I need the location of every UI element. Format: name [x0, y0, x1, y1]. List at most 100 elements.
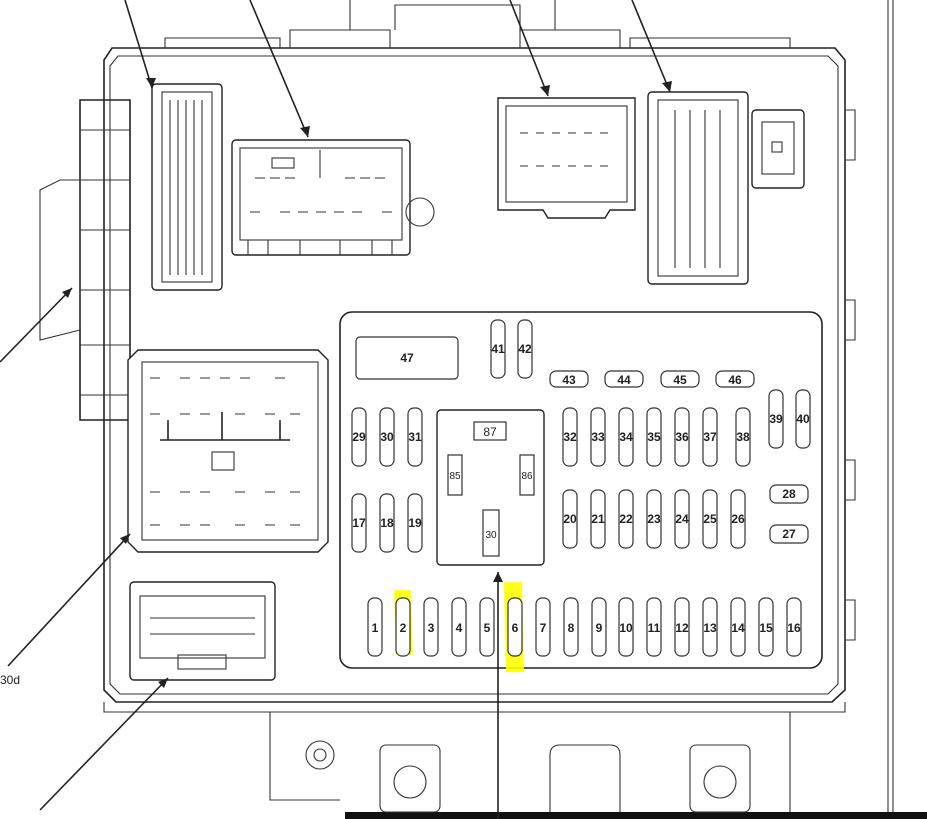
fuse-label: 27	[782, 527, 796, 541]
fuse-label: 25	[703, 512, 717, 526]
fuse-24: 24	[674, 489, 690, 549]
fuse-9: 9	[591, 597, 607, 657]
fuse-13: 13	[702, 597, 718, 657]
fuse-19: 19	[407, 493, 423, 553]
fuse-33: 33	[590, 407, 606, 467]
fuse-5: 5	[479, 597, 495, 657]
fuse-label: 19	[408, 516, 422, 530]
fuse-label: 14	[731, 621, 745, 635]
callout-lines	[0, 0, 672, 819]
fuse-32: 32	[562, 407, 578, 467]
fuse-label: 10	[619, 621, 633, 635]
fuse-label: 26	[731, 512, 745, 526]
fuse-46: 46	[715, 370, 755, 388]
fuse-label: 31	[408, 430, 422, 444]
fuse-label: 2	[400, 621, 407, 635]
fuse-20: 20	[562, 489, 578, 549]
connector-bottom-left	[129, 581, 276, 681]
fuse-label: 12	[675, 621, 689, 635]
fuse-7: 7	[535, 597, 551, 657]
fuse-label: 44	[617, 373, 631, 387]
fuse-label: 29	[352, 430, 366, 444]
fuse-box-housing	[39, 0, 856, 813]
fuse-2: 2	[395, 597, 411, 657]
fuse-label: 40	[796, 412, 810, 426]
fuse-35: 35	[646, 407, 662, 467]
fuse-16: 16	[786, 597, 802, 657]
fuse-label: 4	[456, 621, 463, 635]
fuse-6: 6	[507, 597, 523, 657]
fuse-17: 17	[351, 493, 367, 553]
fuse-26: 26	[730, 489, 746, 549]
fuse-42: 42	[517, 319, 533, 379]
fuse-22: 22	[618, 489, 634, 549]
relay-pin-30: 30	[485, 530, 497, 541]
fuse-45: 45	[660, 370, 700, 388]
fuse-label: 20	[563, 512, 577, 526]
fuse-1: 1	[367, 597, 383, 657]
fuse-label: 43	[562, 373, 576, 387]
fuse-label: 1	[372, 621, 379, 635]
fuse-label: 18	[380, 516, 394, 530]
fuse-38: 38	[735, 407, 751, 467]
fuse-label: 7	[540, 621, 547, 635]
fuse-12: 12	[674, 597, 690, 657]
fuse-label: 17	[352, 516, 366, 530]
fuse-8: 8	[563, 597, 579, 657]
callout-label-fragment: 30d	[0, 673, 20, 687]
fuse-label: 15	[759, 621, 773, 635]
fuse-41: 41	[490, 319, 506, 379]
fuse-label: 37	[703, 430, 717, 444]
fuse-36: 36	[674, 407, 690, 467]
fuse-label: 6	[512, 621, 519, 635]
bottom-edge-bar	[345, 812, 927, 819]
fuse-25: 25	[702, 489, 718, 549]
fuse-47: 47	[355, 336, 459, 380]
fuse-label: 47	[400, 351, 414, 365]
fuse-label: 13	[703, 621, 717, 635]
fuse-label: 23	[647, 512, 661, 526]
connector-top-center	[231, 139, 435, 256]
fuse-27: 27	[769, 524, 809, 544]
fuse-label: 8	[568, 621, 575, 635]
fuse-18: 18	[379, 493, 395, 553]
fuse-3: 3	[423, 597, 439, 657]
fuse-23: 23	[646, 489, 662, 549]
fuse-10: 10	[618, 597, 634, 657]
connector-left-large	[127, 349, 329, 553]
fuse-29: 29	[351, 407, 367, 467]
fuse-15: 15	[758, 597, 774, 657]
fuse-label: 9	[596, 621, 603, 635]
fuse-label: 22	[619, 512, 633, 526]
fuse-21: 21	[590, 489, 606, 549]
relay-pin-87: 87	[483, 425, 497, 439]
connector-top-right-center	[497, 97, 636, 219]
fuse-label: 24	[675, 512, 689, 526]
relay-pin-86: 86	[521, 471, 533, 482]
relay: 87 85 86 30	[436, 409, 545, 566]
fuse-label: 5	[484, 621, 491, 635]
fuse-40: 40	[795, 389, 811, 449]
fuse-label: 34	[619, 430, 633, 444]
fuse-label: 42	[518, 342, 532, 356]
fuse-label: 33	[591, 430, 605, 444]
fuse-label: 38	[736, 430, 750, 444]
fuse-label: 45	[673, 373, 687, 387]
fuse-label: 41	[491, 342, 505, 356]
fuse-label: 35	[647, 430, 661, 444]
fuse-label: 16	[787, 621, 801, 635]
fuse-label: 36	[675, 430, 689, 444]
fuse-layer: 1 2 3 4 5 6 7 8 9 10 11 12 13 14 15 16 1…	[351, 319, 811, 657]
fuse-4: 4	[451, 597, 467, 657]
fuse-28: 28	[769, 484, 809, 504]
fuse-label: 21	[591, 512, 605, 526]
fuse-label: 28	[782, 487, 796, 501]
fuse-label: 32	[563, 430, 577, 444]
fuse-label: 3	[428, 621, 435, 635]
fuse-label: 39	[769, 412, 783, 426]
fuse-30: 30	[379, 407, 395, 467]
fuse-34: 34	[618, 407, 634, 467]
fuse-label: 46	[728, 373, 742, 387]
connector-small-square	[751, 109, 805, 189]
